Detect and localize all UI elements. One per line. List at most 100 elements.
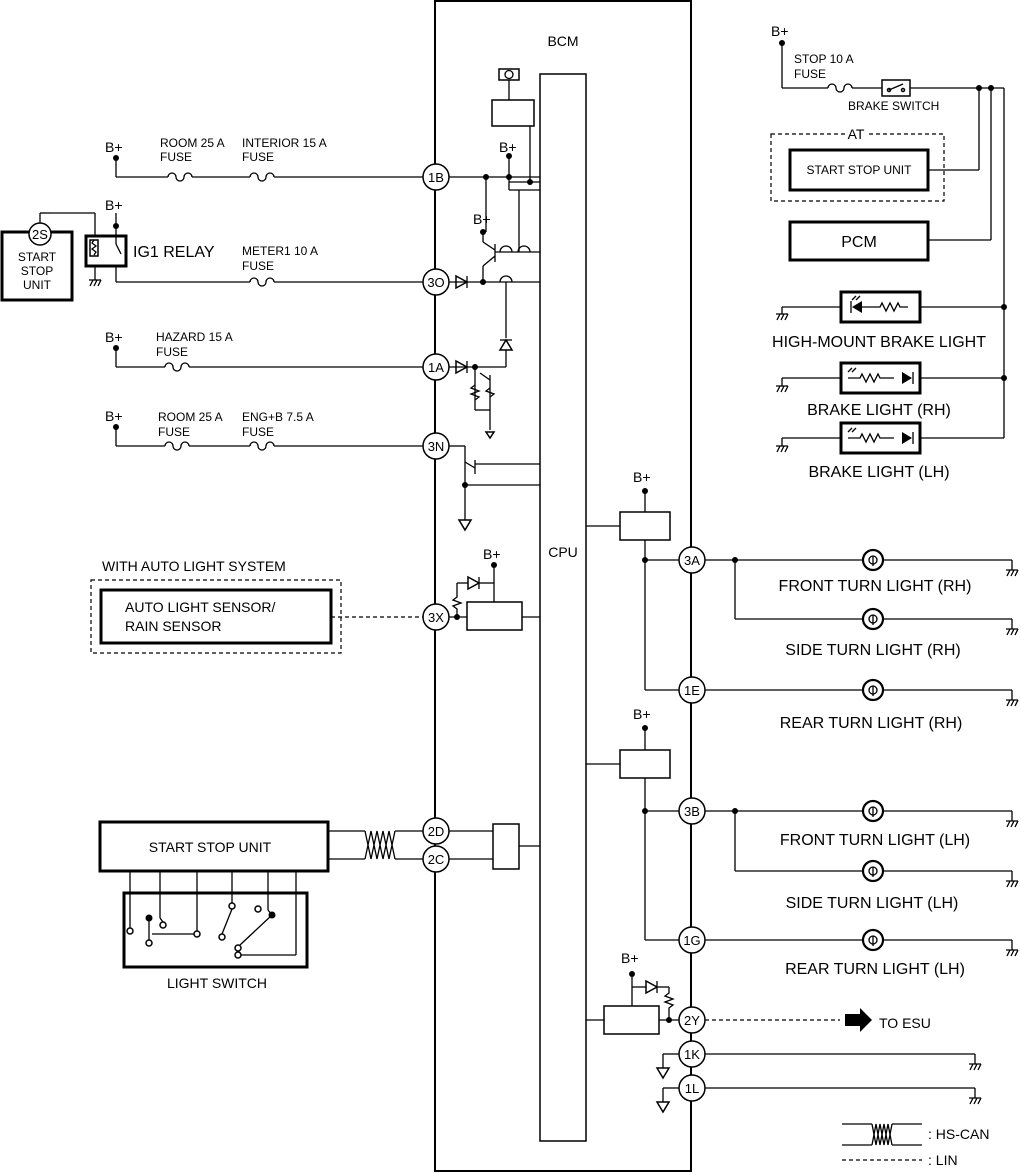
bulb-icon — [861, 607, 885, 631]
svg-text:3A: 3A — [684, 553, 700, 568]
fuse-label: ROOM 25 A — [158, 410, 223, 424]
svg-text:1G: 1G — [683, 933, 700, 948]
pin-3n: 3N — [422, 432, 450, 460]
pin-1l: 1L — [678, 1074, 706, 1102]
bcm-module: BCM CPU — [434, 0, 692, 1172]
bulb-icon — [861, 678, 885, 702]
supply-label: B+ — [483, 546, 501, 562]
svg-text:2D: 2D — [428, 824, 445, 839]
turn-lights: FRONT TURN LIGHT (RH) SIDE TURN LIGHT (R… — [705, 548, 1019, 978]
pcm-label: PCM — [841, 234, 877, 251]
supply-label: B+ — [633, 706, 651, 722]
led-icon — [847, 367, 914, 384]
svg-text:1A: 1A — [428, 360, 444, 375]
to-esu-label: TO ESU — [879, 1015, 931, 1031]
fuse-label: METER1 10 A — [242, 244, 318, 258]
pin-3a: 3A — [678, 546, 706, 574]
circuit-1a: B+ HAZARD 15 A FUSE — [105, 329, 423, 372]
svg-text:3X: 3X — [428, 610, 444, 625]
circuit-3n: B+ ROOM 25 A FUSE ENG+B 7.5 A FUSE — [105, 408, 423, 451]
bcm-internal-right — [586, 488, 679, 1114]
legend-hscan-label: : HS-CAN — [928, 1126, 989, 1142]
svg-text:3O: 3O — [427, 275, 444, 290]
ig1-relay-label: IG1 RELAY — [133, 244, 215, 261]
auto-light-sensor-label: RAIN SENSOR — [125, 618, 221, 634]
circuit-1b: B+ ROOM 25 A FUSE INTERIOR 15 A FUSE — [105, 136, 540, 233]
start-stop-unit-label: STOP — [21, 264, 53, 278]
rear-turn-light-rh-label: REAR TURN LIGHT (RH) — [780, 715, 963, 732]
svg-text:2C: 2C — [428, 852, 445, 867]
svg-text:1K: 1K — [684, 1047, 700, 1062]
bulb-icon — [861, 928, 885, 952]
fuse-label: FUSE — [794, 67, 826, 81]
at-label: AT — [848, 126, 865, 142]
fuse-label: HAZARD 15 A — [156, 330, 233, 344]
fuse-label: FUSE — [242, 259, 274, 273]
fuse-label: FUSE — [242, 425, 274, 439]
rear-turn-light-lh-label: REAR TURN LIGHT (LH) — [785, 961, 965, 978]
fuse-label: FUSE — [158, 425, 190, 439]
supply-label: B+ — [621, 950, 639, 966]
light-switch-label: LIGHT SWITCH — [167, 975, 267, 991]
auto-light-sensor-label: AUTO LIGHT SENSOR/ — [125, 599, 276, 615]
pin-2d: 2D — [422, 817, 450, 845]
pin-1g: 1G — [678, 926, 706, 954]
fuse-label: ENG+B 7.5 A — [242, 410, 314, 424]
led-icon — [847, 427, 914, 444]
pin-1k: 1K — [678, 1040, 706, 1068]
brake-circuit: B+ STOP 10 A FUSE BRAKE SWITCH AT START … — [770, 23, 1007, 481]
pin-1a: 1A — [422, 353, 450, 381]
start-stop-unit-label: UNIT — [23, 278, 52, 292]
svg-text:1B: 1B — [428, 170, 444, 185]
pin-1e: 1E — [678, 676, 706, 704]
pin-2s: 2S — [32, 227, 48, 242]
svg-text:2Y: 2Y — [684, 1013, 700, 1028]
fuse-label: FUSE — [160, 150, 192, 164]
bcm-internal-top — [449, 68, 540, 870]
supply-label: B+ — [473, 211, 491, 227]
arrow-right-icon — [845, 1008, 872, 1032]
auto-light-sensor-group: WITH AUTO LIGHT SYSTEM AUTO LIGHT SENSOR… — [90, 558, 423, 654]
supply-label: B+ — [771, 23, 789, 39]
supply-label: B+ — [105, 139, 123, 155]
supply-label: B+ — [105, 197, 123, 213]
supply-label: B+ — [105, 329, 123, 345]
side-turn-light-rh-label: SIDE TURN LIGHT (RH) — [785, 642, 960, 659]
legend-lin-label: : LIN — [928, 1152, 958, 1168]
at-start-stop-unit-label: START STOP UNIT — [807, 163, 913, 177]
fuse-label: ROOM 25 A — [160, 136, 225, 150]
pin-3o: 3O — [422, 268, 450, 296]
cpu-label: CPU — [548, 544, 578, 560]
bulb-icon — [861, 548, 885, 572]
supply-label: B+ — [499, 139, 517, 155]
side-turn-light-lh-label: SIDE TURN LIGHT (LH) — [786, 895, 959, 912]
svg-text:3N: 3N — [428, 439, 445, 454]
svg-text:3B: 3B — [684, 804, 700, 819]
front-turn-light-rh-label: FRONT TURN LIGHT (RH) — [779, 578, 972, 595]
ig1-relay-group: START STOP UNIT 2S B+ IG1 RELAY METER1 1… — [0, 197, 423, 302]
fuse-label: FUSE — [156, 345, 188, 359]
pin-2c: 2C — [422, 845, 450, 873]
legend: : HS-CAN : LIN — [842, 1123, 989, 1168]
brake-switch-label: BRAKE SWITCH — [848, 99, 939, 113]
svg-text:1E: 1E — [684, 683, 700, 698]
auto-light-group-label: WITH AUTO LIGHT SYSTEM — [102, 558, 286, 574]
svg-text:1L: 1L — [685, 1081, 699, 1096]
fuse-label: STOP 10 A — [794, 52, 854, 66]
fuse-label: FUSE — [242, 150, 274, 164]
pin-1b: 1B — [422, 163, 450, 191]
high-mount-brake-light-label: HIGH-MOUNT BRAKE LIGHT — [772, 334, 986, 351]
bulb-icon — [861, 859, 885, 883]
start-stop-unit-label: START — [18, 250, 57, 264]
esu-and-can: TO ESU — [705, 1008, 982, 1105]
supply-label: B+ — [633, 469, 651, 485]
brake-light-rh-label: BRAKE LIGHT (RH) — [807, 402, 951, 419]
front-turn-light-lh-label: FRONT TURN LIGHT (LH) — [780, 832, 970, 849]
supply-label: B+ — [105, 408, 123, 424]
bulb-icon — [861, 799, 885, 823]
pin-2y: 2Y — [678, 1006, 706, 1034]
fuse-label: INTERIOR 15 A — [242, 136, 327, 150]
pin-3x: 3X — [422, 603, 450, 631]
pin-3b: 3B — [678, 797, 706, 825]
